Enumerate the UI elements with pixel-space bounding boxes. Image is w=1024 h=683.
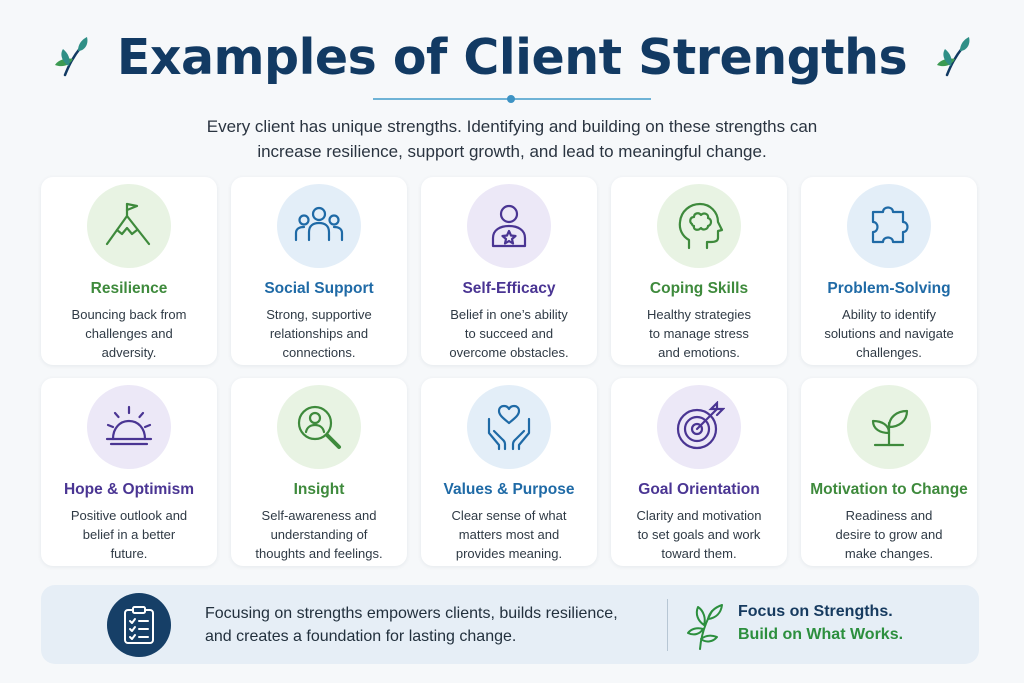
strength-card-insight: Insight Self-awareness and understanding… — [231, 378, 407, 566]
desc-line: to succeed and — [464, 326, 554, 341]
footer-line: Focusing on strengths empowers clients, … — [205, 605, 618, 622]
desc-line: to set goals and work — [637, 527, 761, 542]
intro-line: increase resilience, support growth, and… — [257, 142, 767, 161]
desc-line: Strong, supportive — [266, 307, 372, 322]
card-description: Healthy strategies to manage stress and … — [624, 305, 774, 362]
desc-line: Clarity and motivation — [636, 508, 762, 523]
card-description: Clear sense of what matters most and pro… — [434, 506, 584, 563]
desc-line: and emotions. — [658, 345, 740, 360]
icon-circle — [657, 385, 741, 469]
desc-line: belief in a better — [82, 527, 176, 542]
card-title: Coping Skills — [649, 280, 749, 297]
tagline-build: Build on What Works. — [738, 626, 904, 643]
icon-circle — [657, 184, 741, 268]
hands-heart-icon — [487, 404, 531, 451]
icon-circle — [847, 184, 931, 268]
mountain-flag-icon — [105, 202, 151, 246]
strength-card-problem-solving: Problem-Solving Ability to identify solu… — [801, 177, 977, 365]
desc-line: Ability to identify — [842, 307, 936, 322]
icon-circle — [87, 385, 171, 469]
desc-line: understanding of — [270, 527, 368, 542]
strength-card-motivation-to-change: Motivation to Change Readiness and desir… — [801, 378, 977, 566]
icon-circle — [467, 385, 551, 469]
title-row: Examples of Client Strengths — [0, 22, 1024, 92]
desc-line: Positive outlook and — [70, 508, 188, 523]
desc-line: connections. — [282, 345, 356, 360]
intro-line: Every client has unique strengths. Ident… — [206, 117, 818, 136]
icon-circle — [847, 385, 931, 469]
strengths-grid: Resilience Bouncing back from challenges… — [41, 177, 979, 566]
page-title: Examples of Client Strengths — [116, 28, 908, 86]
desc-line: make changes. — [844, 546, 934, 561]
icon-circle — [467, 184, 551, 268]
desc-line: overcome obstacles. — [449, 345, 569, 360]
card-title: Goal Orientation — [638, 481, 760, 498]
strength-card-hope-optimism: Hope & Optimism Positive outlook and bel… — [41, 378, 217, 566]
footer-divider — [667, 599, 668, 651]
magnifier-person-icon — [297, 405, 341, 449]
card-description: Belief in one’s ability to succeed and o… — [434, 305, 584, 362]
desc-line: Bouncing back from — [71, 307, 187, 322]
desc-line: thoughts and feelings. — [255, 546, 383, 561]
desc-line: desire to grow and — [835, 527, 943, 542]
card-title: Hope & Optimism — [63, 481, 195, 498]
desc-line: Self-awareness and — [261, 508, 377, 523]
card-title: Motivation to Change — [810, 481, 968, 498]
icon-circle — [277, 184, 361, 268]
intro-text: Every client has unique strengths. Ident… — [120, 114, 904, 164]
card-description: Strong, supportive relationships and con… — [244, 305, 394, 362]
card-description: Positive outlook and belief in a better … — [54, 506, 204, 563]
strength-card-self-efficacy: Self-Efficacy Belief in one’s ability to… — [421, 177, 597, 365]
desc-line: Clear sense of what — [451, 508, 567, 523]
desc-line: relationships and — [269, 326, 369, 341]
desc-line: provides meaning. — [455, 546, 563, 561]
desc-line: solutions and navigate — [824, 326, 954, 341]
desc-line: matters most and — [458, 527, 560, 542]
footer-message: Focusing on strengths empowers clients, … — [205, 602, 660, 648]
strength-card-values-purpose: Values & Purpose Clear sense of what mat… — [421, 378, 597, 566]
puzzle-piece-icon — [871, 206, 909, 244]
card-title: Self-Efficacy — [462, 280, 556, 297]
title-divider-dot — [507, 95, 515, 103]
sprout-icon — [871, 409, 909, 447]
footer-banner: Focusing on strengths empowers clients, … — [41, 585, 979, 664]
desc-line: Healthy strategies — [646, 307, 752, 322]
strength-card-goal-orientation: Goal Orientation Clarity and motivation … — [611, 378, 787, 566]
leaf-sprig-icon — [937, 37, 970, 77]
desc-line: to manage stress — [649, 326, 749, 341]
target-arrow-icon — [676, 401, 725, 450]
leaf-sprig-icon — [687, 604, 723, 650]
card-title: Values & Purpose — [443, 481, 575, 498]
card-title: Social Support — [264, 280, 374, 297]
card-title: Problem-Solving — [827, 280, 951, 297]
sunrise-icon — [105, 405, 153, 446]
desc-line: Belief in one’s ability — [450, 307, 568, 322]
desc-line: toward them. — [661, 546, 737, 561]
desc-line: challenges. — [856, 345, 922, 360]
card-description: Readiness and desire to grow and make ch… — [814, 506, 964, 563]
desc-line: Readiness and — [845, 508, 933, 523]
clipboard-badge — [107, 593, 171, 657]
footer-line: and creates a foundation for lasting cha… — [205, 628, 517, 645]
people-group-icon — [294, 206, 344, 242]
tagline-focus: Focus on Strengths. — [738, 603, 893, 620]
icon-circle — [87, 184, 171, 268]
strength-card-social-support: Social Support Strong, supportive relati… — [231, 177, 407, 365]
card-description: Clarity and motivation to set goals and … — [624, 506, 774, 563]
desc-line: challenges and — [85, 326, 173, 341]
head-brain-icon — [678, 202, 724, 250]
card-title: Resilience — [90, 280, 168, 297]
strength-card-resilience: Resilience Bouncing back from challenges… — [41, 177, 217, 365]
card-description: Ability to identify solutions and naviga… — [814, 305, 964, 362]
clipboard-checklist-icon — [124, 606, 154, 644]
card-title: Insight — [293, 481, 345, 498]
strength-card-coping-skills: Coping Skills Healthy strategies to mana… — [611, 177, 787, 365]
leaf-sprig-icon — [54, 37, 88, 77]
desc-line: future. — [110, 546, 148, 561]
card-description: Self-awareness and understanding of thou… — [244, 506, 394, 563]
icon-circle — [277, 385, 361, 469]
desc-line: adversity. — [101, 345, 157, 360]
person-star-icon — [491, 204, 527, 248]
card-description: Bouncing back from challenges and advers… — [54, 305, 204, 362]
